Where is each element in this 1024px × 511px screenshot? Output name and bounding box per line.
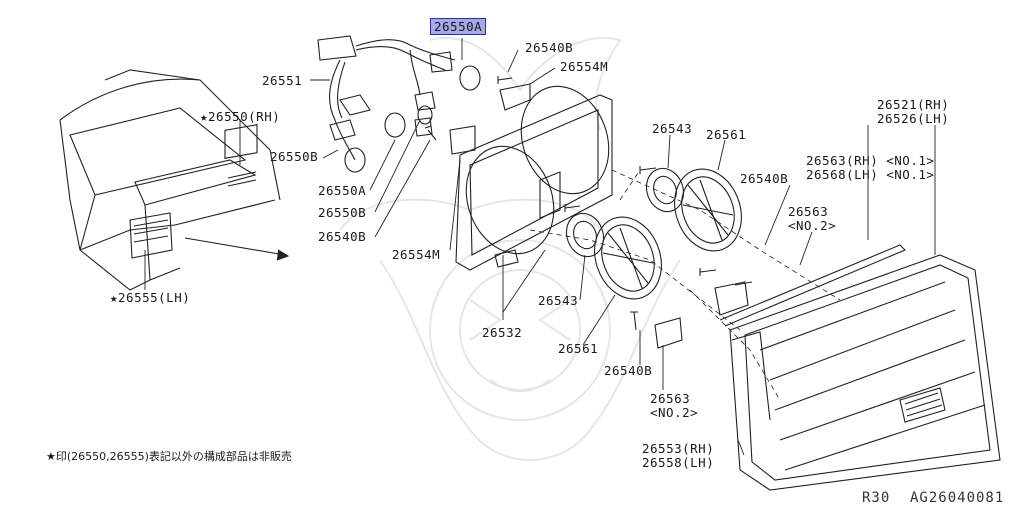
part-label-26543[interactable]: 26543	[538, 293, 579, 308]
part-label-26568-lh-no1[interactable]: 26568(LH) <NO.1>	[806, 167, 935, 182]
part-label-26563-no2-variant: <NO.2>	[788, 218, 837, 233]
brackets	[449, 83, 753, 349]
part-label-26550B[interactable]: 26550B	[318, 205, 367, 220]
part-label-26550A-highlighted[interactable]: 26550A	[430, 18, 487, 35]
part-label-26561[interactable]: 26561	[706, 127, 747, 142]
part-label-26563-no2[interactable]: 26563	[650, 391, 691, 406]
part-label-26554M[interactable]: 26554M	[392, 247, 441, 262]
part-label-26543[interactable]: 26543	[652, 121, 693, 136]
part-label-26561[interactable]: 26561	[558, 341, 599, 356]
part-label-26553-rh[interactable]: 26553(RH)	[642, 441, 715, 456]
diagram-code: AG26040081	[910, 490, 1005, 506]
part-label-26550-rh[interactable]: ★26550(RH)	[200, 109, 281, 124]
model-code: R30	[862, 490, 891, 506]
lamp-housing	[455, 85, 613, 271]
part-label-26550A[interactable]: 26550A	[318, 183, 367, 198]
part-label-26558-lh[interactable]: 26558(LH)	[642, 455, 715, 470]
part-label-26554M[interactable]: 26554M	[560, 59, 609, 74]
part-label-26521-rh[interactable]: 26521(RH)	[877, 97, 950, 112]
bulbs	[344, 65, 481, 173]
part-label-26532[interactable]: 26532	[482, 325, 523, 340]
wiring-harness	[317, 35, 456, 161]
part-label-26563-no2-variant: <NO.2>	[650, 405, 699, 420]
leader-lines	[144, 38, 936, 456]
car-rear-view	[59, 69, 290, 291]
part-label-26526-lh[interactable]: 26526(LH)	[877, 111, 950, 126]
tail-lamp-lens	[719, 244, 1001, 491]
explode-lines	[529, 169, 841, 401]
part-label-26551[interactable]: 26551	[262, 73, 303, 88]
seal-rings	[565, 167, 685, 258]
part-label-26563-rh-no1[interactable]: 26563(RH) <NO.1>	[806, 153, 935, 168]
watermark-emblem	[339, 37, 681, 461]
footnote: ★印(26550,26555)表記以外の構成部品は非販売	[46, 450, 292, 463]
part-label-26563-no2[interactable]: 26563	[788, 204, 829, 219]
part-label-26540B[interactable]: 26540B	[318, 229, 367, 244]
part-label-26540B[interactable]: 26540B	[604, 363, 653, 378]
part-label-26555-lh[interactable]: ★26555(LH)	[110, 290, 191, 305]
part-label-26540B[interactable]: 26540B	[740, 171, 789, 186]
part-label-26550B[interactable]: 26550B	[270, 149, 319, 164]
part-label-26540B[interactable]: 26540B	[525, 40, 574, 55]
inner-lenses	[594, 168, 742, 300]
